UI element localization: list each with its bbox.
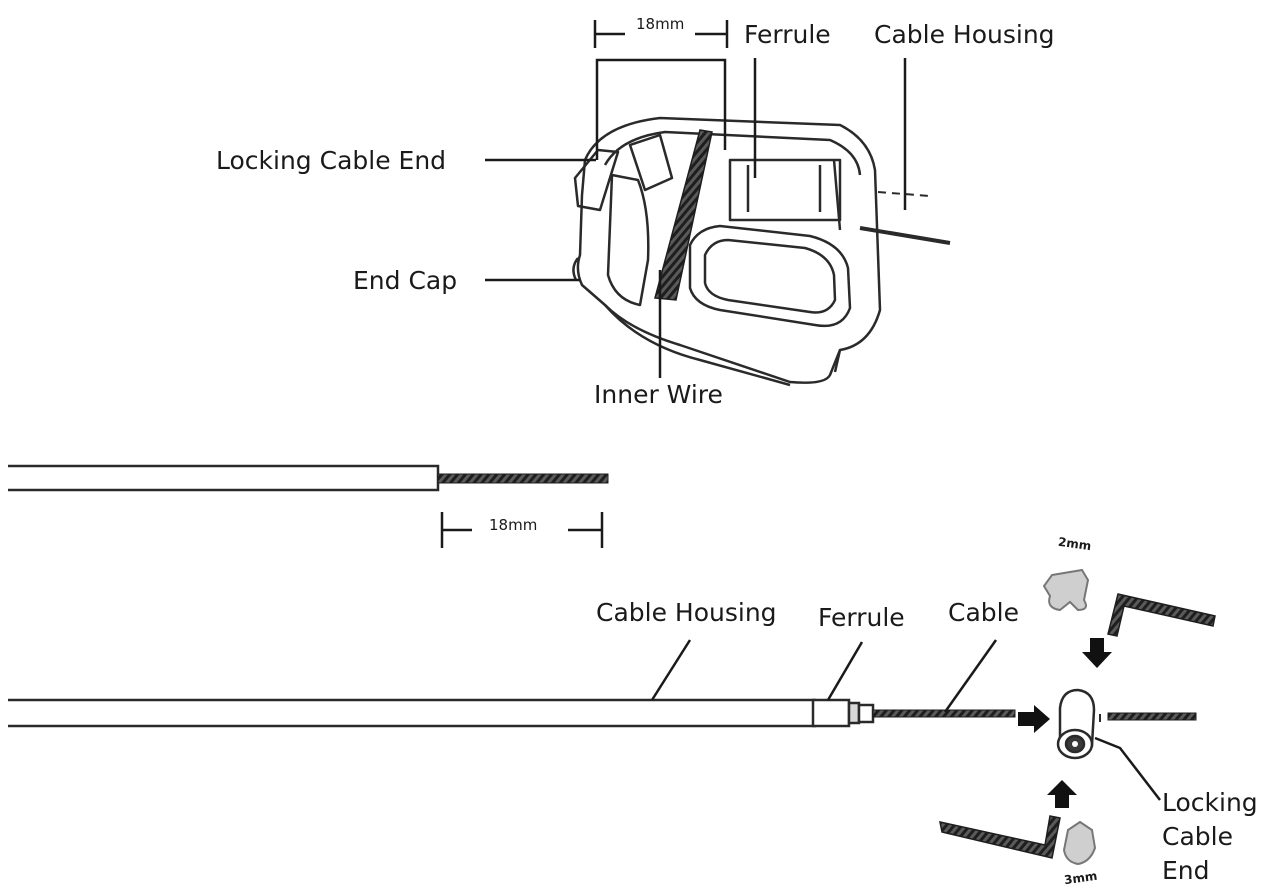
hex-key-small xyxy=(1107,593,1216,637)
hex-bit-2mm xyxy=(1042,568,1090,612)
assembly-ferrule xyxy=(811,698,875,728)
assembly-leader-lines xyxy=(650,639,1161,801)
assembly-label-cable: Cable xyxy=(948,598,1019,627)
hex-bit-3mm xyxy=(1062,820,1097,866)
top-dimension-label: 18mm xyxy=(636,15,685,33)
strip-dimension-marker xyxy=(440,512,604,548)
top-label-ferrule: Ferrule xyxy=(744,20,831,49)
arrow-right xyxy=(1018,705,1050,733)
top-label-locking-cable-end: Locking Cable End xyxy=(216,146,447,175)
assembly-label-locking-line3: End xyxy=(1162,856,1210,885)
assembly-label-locking-line2: Cable xyxy=(1162,822,1233,851)
top-label-end-cap: End Cap xyxy=(353,266,458,295)
top-label-inner-wire: Inner Wire xyxy=(594,380,723,409)
caliper-cable-out xyxy=(859,226,951,245)
assembly-label-locking-line1: Locking xyxy=(1162,788,1258,817)
arrow-up xyxy=(1047,780,1077,808)
hex-key-large xyxy=(939,815,1061,859)
top-leader-lines xyxy=(485,58,907,378)
strip-dimension-label: 18mm xyxy=(489,516,538,534)
top-label-cable-housing: Cable Housing xyxy=(874,20,1055,49)
assembly-housing xyxy=(8,698,817,728)
assembly-cable-exit xyxy=(1107,712,1197,721)
caliper-illustration xyxy=(572,116,882,387)
arrow-down xyxy=(1082,638,1112,668)
top-dimension-marker xyxy=(593,20,729,160)
assembly-label-cable-housing: Cable Housing xyxy=(596,598,777,627)
locking-cable-end-part xyxy=(1056,688,1096,760)
caliper-inner-wire xyxy=(654,129,713,301)
assembly-cable xyxy=(872,709,1016,718)
stripped-cable xyxy=(8,464,609,492)
assembly-label-ferrule: Ferrule xyxy=(818,603,905,632)
